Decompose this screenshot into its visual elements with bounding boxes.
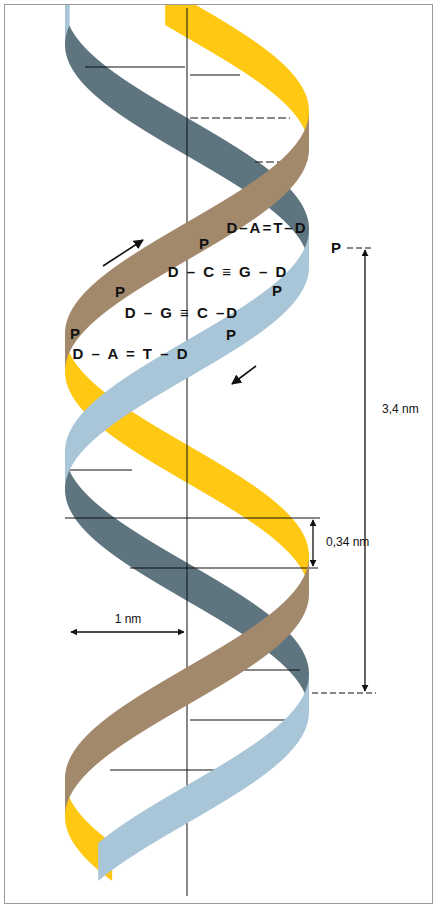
leader-line bbox=[312, 693, 376, 694]
base-pair-label: D – C ≡ G – D bbox=[168, 264, 289, 281]
ribbon-front bbox=[65, 556, 309, 817]
dimension-label: 1 nm bbox=[115, 613, 142, 626]
ribbon-front bbox=[65, 229, 309, 490]
dimensions bbox=[71, 240, 376, 693]
phosphate-label: P bbox=[272, 283, 284, 300]
dimension-arrow bbox=[312, 520, 313, 566]
phosphate-label: P bbox=[331, 240, 343, 257]
dimension-label: 3,4 nm bbox=[382, 403, 419, 416]
base-pair-line bbox=[190, 75, 240, 76]
dimension-label: 0,34 nm bbox=[326, 536, 369, 549]
dimension-arrow bbox=[364, 250, 365, 691]
base-pair-label: D – A = T – D bbox=[73, 346, 190, 363]
frame bbox=[5, 5, 433, 904]
direction-arrow bbox=[232, 366, 256, 384]
base-pair-label: D – G ≡ C –D bbox=[125, 305, 239, 322]
axis-and-base-pairs bbox=[65, 8, 320, 896]
helix-axis bbox=[187, 8, 188, 896]
ribbon-front bbox=[98, 674, 309, 881]
base-pair-line bbox=[190, 118, 290, 119]
base-pair-line bbox=[65, 518, 320, 519]
ribbon-front bbox=[65, 111, 309, 372]
phosphate-label: P bbox=[70, 326, 82, 343]
leader-line bbox=[347, 248, 374, 249]
direction-arrow bbox=[103, 240, 143, 266]
strand-front bbox=[65, 5, 309, 881]
base-pair-line bbox=[65, 470, 132, 471]
base-pair-line bbox=[190, 720, 295, 721]
base-pair-line bbox=[130, 568, 318, 569]
ribbon-front bbox=[65, 5, 70, 45]
phosphate-label: P bbox=[115, 284, 127, 301]
base-pair-label: D–A=T–D bbox=[226, 220, 307, 237]
dimension-arrow bbox=[71, 631, 184, 632]
base-pair-line bbox=[85, 67, 185, 68]
phosphate-label: P bbox=[199, 236, 211, 253]
phosphate-label: P bbox=[226, 327, 238, 344]
